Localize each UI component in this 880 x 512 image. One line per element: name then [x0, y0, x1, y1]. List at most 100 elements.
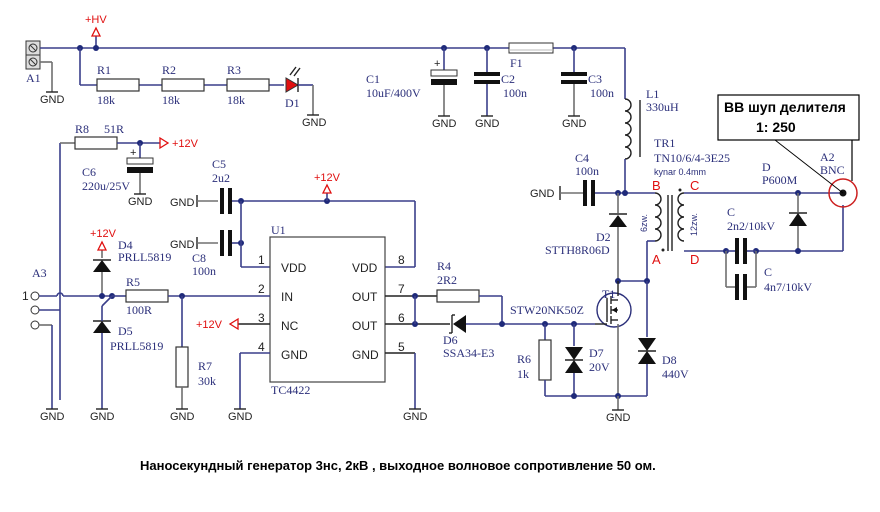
svg-text:100n: 100n: [192, 264, 216, 278]
svg-text:R2: R2: [162, 63, 176, 77]
probe-callout: ВВ шуп делителя 1: 250: [717, 94, 860, 194]
svg-text:TC4422: TC4422: [271, 383, 310, 397]
svg-text:20V: 20V: [589, 360, 610, 374]
svg-text:+: +: [434, 58, 440, 70]
svg-text:GND: GND: [281, 348, 308, 362]
svg-text:L1: L1: [646, 87, 659, 101]
terminal-d: D: [690, 252, 699, 267]
svg-text:10uF/400V: 10uF/400V: [366, 86, 421, 100]
svg-text:GND: GND: [302, 117, 327, 129]
svg-text:BNC: BNC: [820, 163, 845, 177]
diode-d2: D2 STTH8R06D: [545, 213, 627, 257]
svg-text:F1: F1: [510, 56, 523, 70]
svg-text:GND: GND: [432, 118, 457, 130]
tvs-diode-d7: D7 20V: [565, 346, 610, 374]
svg-text:C4: C4: [575, 151, 589, 165]
capacitor-2n2: C 2n2/10kV: [727, 205, 775, 264]
v12-flag-icon: [228, 317, 239, 331]
svg-text:VDD: VDD: [352, 261, 378, 275]
svg-text:GND: GND: [352, 348, 379, 362]
svg-text:GND: GND: [128, 196, 153, 208]
hv-flag-icon: [90, 26, 102, 37]
svg-text:T1: T1: [602, 287, 615, 301]
svg-text:P600M: P600M: [762, 173, 798, 187]
svg-text:PRLL5819: PRLL5819: [110, 339, 163, 353]
svg-text:1: 1: [258, 253, 265, 267]
resistor-r6: R6 1k: [517, 339, 552, 381]
svg-text:6: 6: [398, 311, 405, 325]
diode-d-p600m: [789, 212, 807, 226]
capacitor-c8: C8 100n: [192, 230, 232, 278]
svg-text:+12V: +12V: [196, 319, 223, 331]
gnd-symbol: GND: [40, 91, 65, 106]
inductor-l1: L1 330uH: [624, 87, 679, 160]
mosfet-t1: T1 STW20NK50Z: [510, 287, 632, 328]
svg-text:6zw.: 6zw.: [639, 214, 649, 232]
bnc-connector-a2[interactable]: A2 BNC: [820, 150, 858, 208]
svg-text:GND: GND: [170, 239, 195, 251]
capacitor-c2: C2 100n: [474, 72, 527, 100]
svg-text:1k: 1k: [517, 367, 529, 381]
svg-text:100R: 100R: [126, 303, 152, 317]
svg-text:R5: R5: [126, 275, 140, 289]
svg-text:D5: D5: [118, 324, 133, 338]
svg-text:4: 4: [258, 340, 265, 354]
tr1-ref: TR1: [654, 136, 675, 150]
svg-text:R3: R3: [227, 63, 241, 77]
svg-text:440V: 440V: [662, 367, 689, 381]
svg-text:2n2/10kV: 2n2/10kV: [727, 219, 775, 233]
tvs-diode-d8: D8 440V: [638, 338, 689, 381]
v12-flag-icon: [321, 183, 333, 194]
diode-d6: D6 SSA34-E3: [443, 314, 494, 360]
svg-text:SSA34-E3: SSA34-E3: [443, 346, 494, 360]
resistor-r4: R4 2R2: [436, 259, 480, 303]
svg-text:R7: R7: [198, 359, 212, 373]
a3-pin-1[interactable]: [30, 291, 40, 301]
transformer-secondary: [677, 192, 685, 242]
svg-text:A3: A3: [32, 266, 47, 280]
svg-text:220u/25V: 220u/25V: [82, 179, 130, 193]
svg-text:R6: R6: [517, 352, 531, 366]
svg-text:1: 250: 1: 250: [756, 119, 796, 135]
svg-text:C6: C6: [82, 165, 96, 179]
svg-text:100n: 100n: [575, 164, 599, 178]
svg-text:D4: D4: [118, 238, 133, 252]
v12-flag-icon: [159, 136, 170, 150]
led-d1: D1: [285, 66, 301, 110]
svg-text:7: 7: [398, 282, 405, 296]
resistor-r7: R7 30k: [175, 346, 216, 388]
svg-text:ВВ шуп делителя: ВВ шуп делителя: [724, 99, 846, 115]
a3-pin-3[interactable]: [30, 320, 40, 330]
svg-text:GND: GND: [40, 411, 65, 423]
svg-text:+: +: [130, 147, 136, 159]
svg-text:12zw.: 12zw.: [689, 213, 699, 236]
svg-text:U1: U1: [271, 223, 286, 237]
svg-text:GND: GND: [562, 118, 587, 130]
a3-pin-2[interactable]: [30, 305, 40, 315]
svg-text:C3: C3: [588, 72, 602, 86]
terminal-c: C: [690, 178, 699, 193]
transformer-primary: [654, 192, 662, 242]
svg-text:PRLL5819: PRLL5819: [118, 250, 171, 264]
svg-text:GND: GND: [228, 411, 253, 423]
svg-text:GND: GND: [170, 411, 195, 423]
resistor-r1: R1 18k: [96, 63, 140, 107]
hv-label: +HV: [85, 14, 107, 26]
capacitor-c6: + C6 220u/25V: [82, 147, 154, 193]
svg-text:R4: R4: [437, 259, 451, 273]
capacitor-c5: C5 2u2: [212, 157, 232, 214]
svg-text:OUT: OUT: [352, 290, 378, 304]
svg-text:GND: GND: [606, 412, 631, 424]
svg-text:100n: 100n: [503, 86, 527, 100]
svg-text:D1: D1: [285, 96, 300, 110]
svg-text:C1: C1: [366, 72, 380, 86]
svg-text:51R: 51R: [104, 122, 124, 136]
svg-text:+12V: +12V: [172, 138, 199, 150]
capacitor-c1: + C1 10uF/400V: [366, 58, 458, 100]
fuse-f1: F1: [508, 42, 554, 70]
svg-text:C2: C2: [501, 72, 515, 86]
svg-text:D7: D7: [589, 346, 604, 360]
svg-text:D6: D6: [443, 333, 458, 347]
svg-text:GND: GND: [170, 197, 195, 209]
svg-text:D: D: [762, 160, 771, 174]
